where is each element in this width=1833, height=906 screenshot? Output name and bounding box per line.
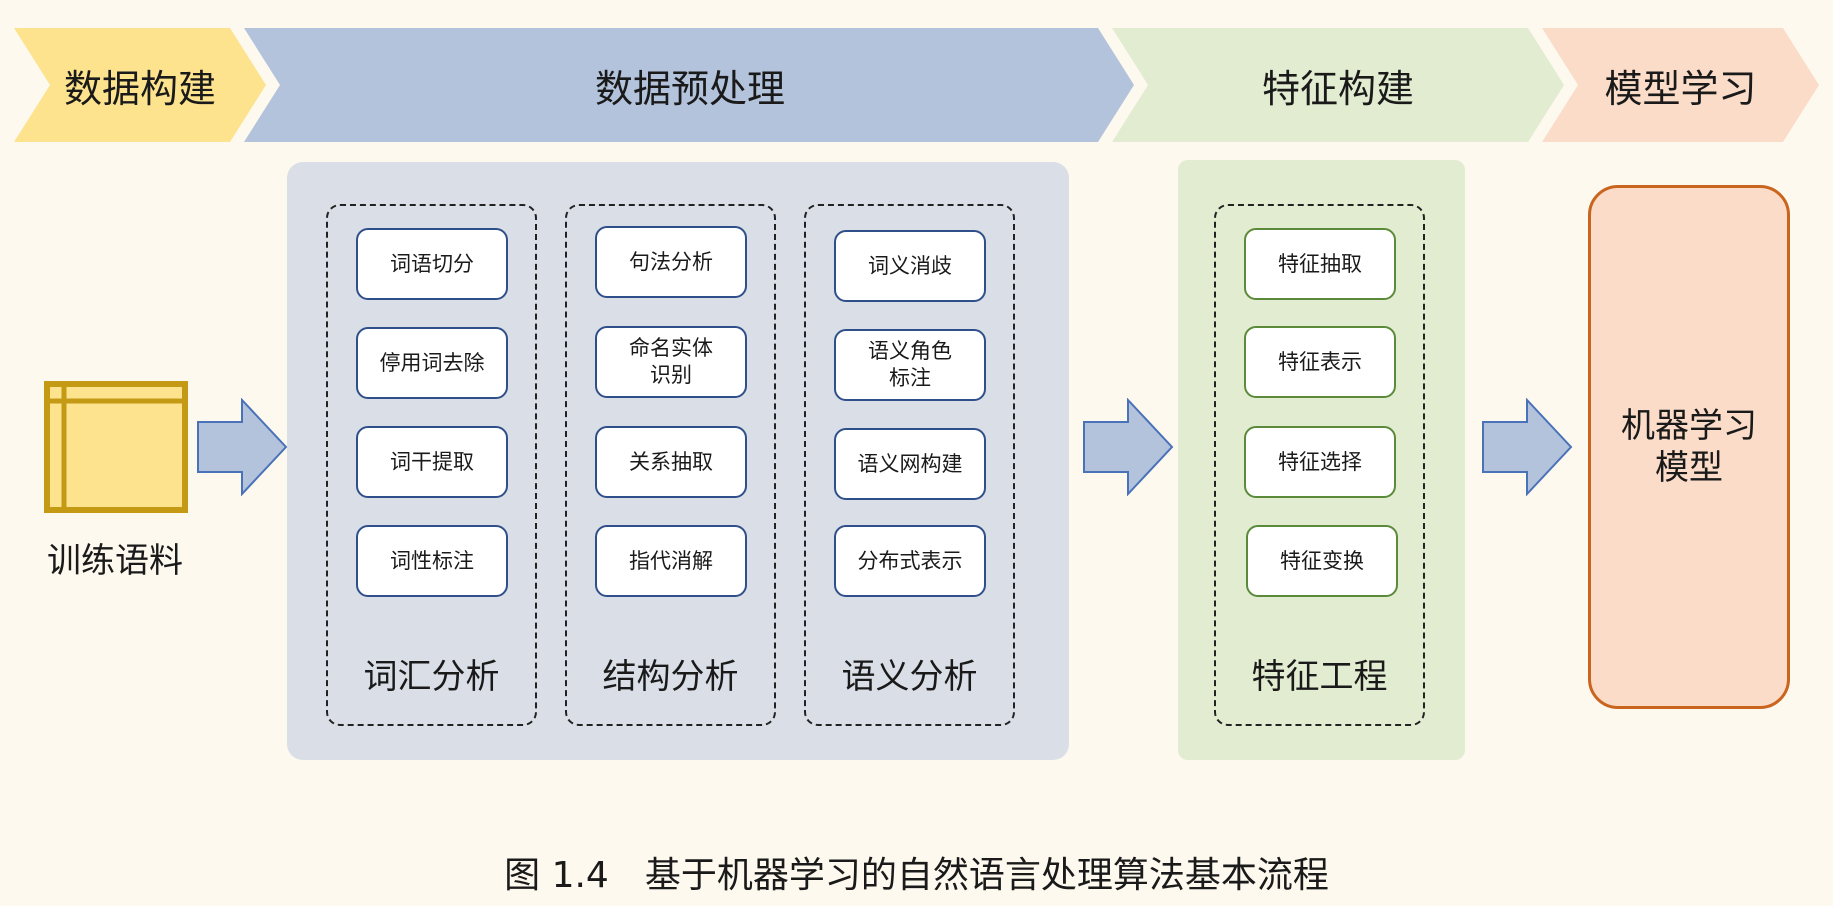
stage-label-feature-build: 特征构建 <box>1261 66 1414 111</box>
preprocess-step: 词义消歧 <box>834 230 986 302</box>
preprocess-step: 语义角色 标注 <box>834 329 986 401</box>
group-label: 特征工程 <box>1251 657 1388 697</box>
ml-model-box: 机器学习 模型 <box>1588 185 1790 709</box>
flow-arrow-2 <box>1083 398 1174 496</box>
stage-label-preprocess: 数据预处理 <box>594 66 785 111</box>
figure-caption: 图 1.4 基于机器学习的自然语言处理算法基本流程 <box>504 855 1329 896</box>
feature-engineering-group: 特征抽取 特征表示 特征选择 特征变换 特征工程 <box>1214 204 1425 726</box>
flow-arrow-3 <box>1482 398 1573 496</box>
stage-label-data-build: 数据构建 <box>63 66 216 111</box>
preprocess-step: 停用词去除 <box>356 327 508 399</box>
preprocess-step: 分布式表示 <box>834 525 986 597</box>
corpus-table-icon <box>44 381 188 513</box>
chevron-feature-build <box>1112 28 1564 142</box>
preprocess-step: 句法分析 <box>595 226 747 298</box>
flow-arrow-1 <box>197 398 288 496</box>
feature-step: 特征变换 <box>1246 525 1398 597</box>
preprocess-step: 指代消解 <box>595 525 747 597</box>
preprocess-step: 词干提取 <box>356 426 508 498</box>
semantic-analysis-group: 词义消歧 语义角色 标注 语义网构建 分布式表示 语义分析 <box>804 204 1015 726</box>
chevron-data-build <box>14 28 266 142</box>
stage-label-model-learn: 模型学习 <box>1604 66 1757 111</box>
group-label: 语义分析 <box>841 657 978 697</box>
preprocess-step: 词语切分 <box>356 228 508 300</box>
lexical-analysis-group: 词语切分 停用词去除 词干提取 词性标注 词汇分析 <box>326 204 537 726</box>
corpus-label: 训练语料 <box>47 541 183 581</box>
feature-step: 特征抽取 <box>1244 228 1396 300</box>
group-label: 结构分析 <box>602 657 739 697</box>
feature-step: 特征表示 <box>1244 326 1396 398</box>
chevron-model-learn <box>1542 28 1819 142</box>
preprocess-step: 关系抽取 <box>595 426 747 498</box>
preprocess-step: 语义网构建 <box>834 428 986 500</box>
preprocess-step: 命名实体 识别 <box>595 326 747 398</box>
preprocess-step: 词性标注 <box>356 525 508 597</box>
group-label: 词汇分析 <box>363 657 500 697</box>
chevron-preprocess <box>244 28 1134 142</box>
feature-step: 特征选择 <box>1244 426 1396 498</box>
stage-chevrons <box>14 28 1819 142</box>
structural-analysis-group: 句法分析 命名实体 识别 关系抽取 指代消解 结构分析 <box>565 204 776 726</box>
